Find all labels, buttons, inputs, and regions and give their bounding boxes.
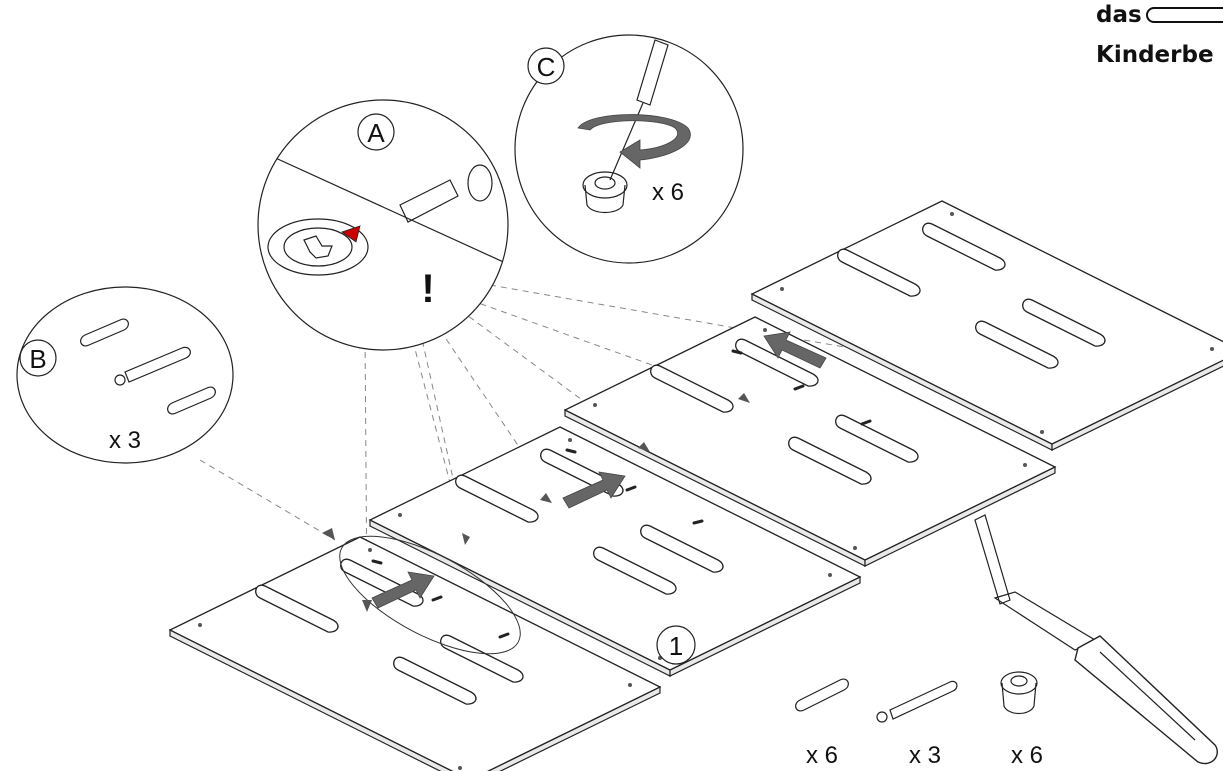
arrowheads <box>322 393 750 612</box>
brand-logo: das Kinderbe <box>1096 2 1223 68</box>
brand-line-2: Kinderbe <box>1096 42 1214 68</box>
dowel-part-icon <box>167 386 216 415</box>
part-qty-cam-lock: x 6 <box>1011 742 1043 769</box>
cam-lock-icon <box>1000 671 1038 715</box>
callout-a-badge <box>357 113 395 151</box>
callout-c-qty: x 6 <box>652 179 684 206</box>
highlight-ellipse <box>339 535 521 655</box>
callout-a: A ! <box>257 99 509 351</box>
callout-c-badge <box>527 47 565 85</box>
callout-b-qty: x 3 <box>109 427 141 454</box>
dowel-markers <box>371 349 872 639</box>
dowel-part-icon <box>80 318 129 347</box>
callout-b-letter: B <box>29 344 46 374</box>
bolt-part-icon <box>124 346 191 383</box>
part-qty-dowel: x 6 <box>806 742 838 769</box>
parts-list: x 6 x 3 x 6 <box>795 671 1043 769</box>
rotation-arrow-icon <box>341 225 361 243</box>
rotation-arrow-icon <box>577 114 691 169</box>
dowel-part-icon <box>795 678 849 712</box>
part-qty-bolt: x 3 <box>909 742 941 769</box>
callout-c: C x 6 <box>514 34 744 264</box>
warning-mark: ! <box>421 267 434 311</box>
callout-b-badge <box>19 339 57 377</box>
callout-c-letter: C <box>537 52 556 82</box>
brand-line-1: das <box>1096 2 1142 28</box>
brand-pill-icon <box>1146 7 1223 23</box>
step-badge <box>656 625 696 665</box>
callout-b: B x 3 <box>16 286 234 464</box>
cam-lock-icon <box>582 171 628 214</box>
callout-a-letter: A <box>367 118 385 148</box>
screwdriver-icon <box>974 514 1218 765</box>
bolt-part-icon <box>889 680 958 720</box>
step-number: 1 <box>669 631 683 661</box>
